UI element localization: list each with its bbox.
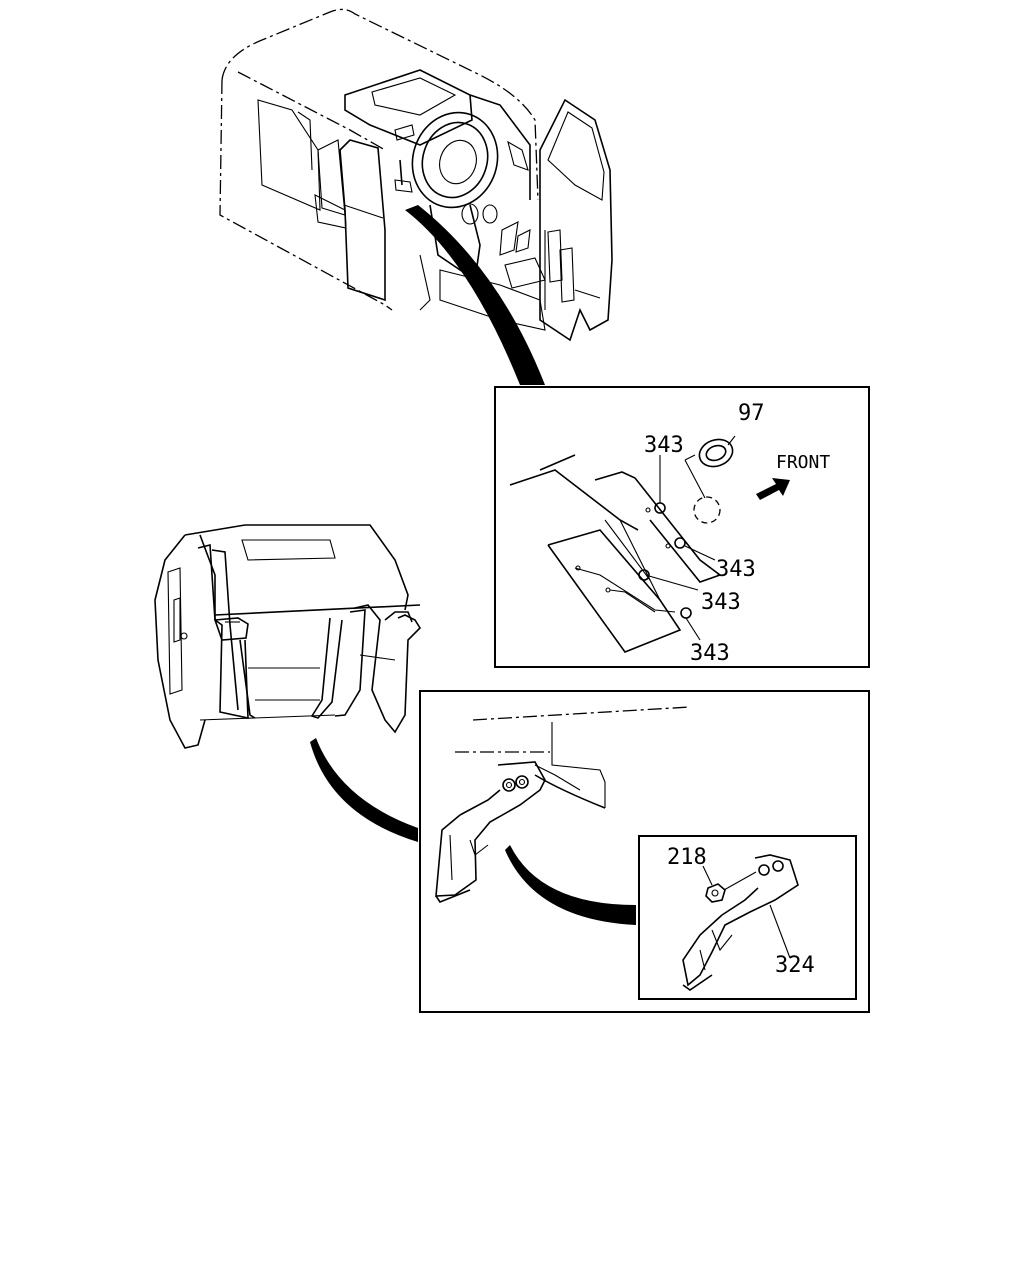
front-arrow-icon [756,478,790,500]
detail-box-plugs: 97 343 FRONT 343 343 343 [494,386,870,668]
cab-overview-drawing [219,8,613,342]
callout-tail-inner [505,845,636,925]
callout-tail-top [405,205,545,385]
callout-tail-middle [310,738,418,842]
nut-218 [705,883,726,903]
label-343-top: 343 [644,433,684,458]
detail-box-parts: 218 324 [638,835,857,1000]
label-218: 218 [667,845,707,870]
label-343-c: 343 [690,641,730,666]
label-343-a: 343 [716,557,756,582]
label-97: 97 [738,401,765,426]
instrument-panel-drawing [154,524,422,749]
label-324: 324 [775,953,815,978]
label-343-b: 343 [701,590,741,615]
label-front: FRONT [776,452,830,473]
